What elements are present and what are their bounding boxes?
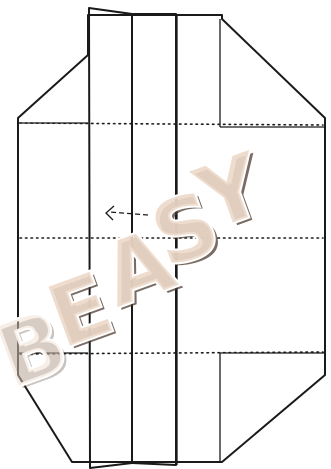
crease-line-1 [20,123,323,125]
watermark: B E A S Y B E A S Y [0,133,310,412]
fold-arrow-head [106,206,114,220]
